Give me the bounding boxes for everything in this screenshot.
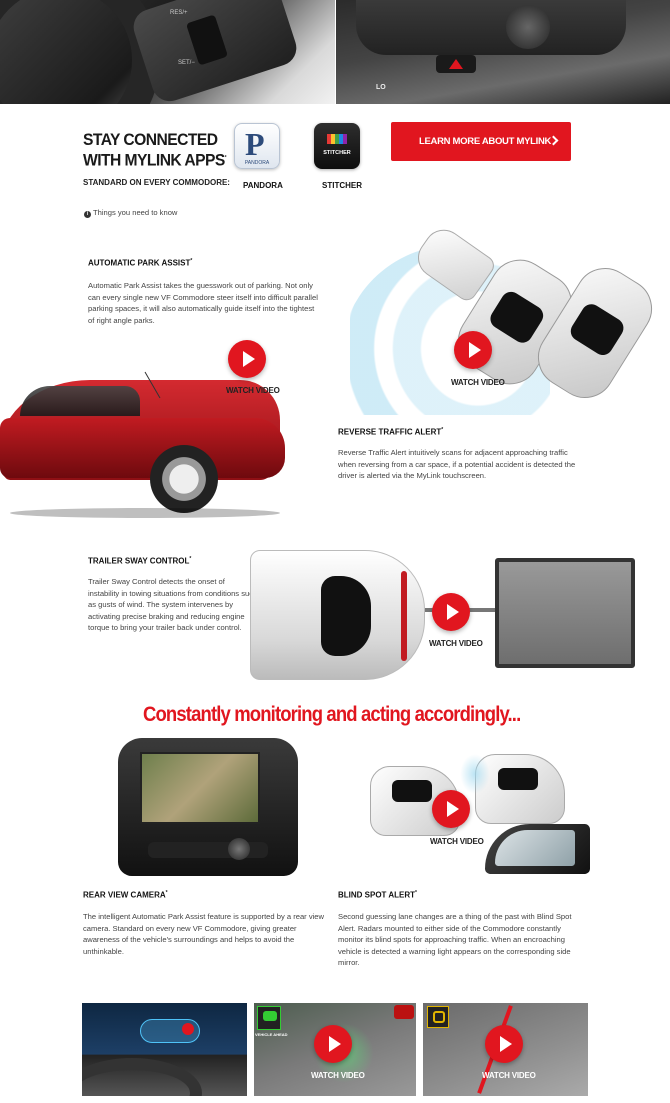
lane-departure-play-button[interactable] [485,1025,523,1063]
lane-departure-thumbnail: WATCH VIDEO [423,1003,588,1096]
mylink-subtitle: STANDARD ON EVERY COMMODORE: [83,178,230,187]
hero-steering-photo: RES/+ SET/− [0,0,335,104]
things-to-know-link[interactable]: i Things you need to know [84,208,177,218]
lane-warning-icon [433,1011,445,1023]
trailer-car-image [250,550,425,680]
pandora-app-icon[interactable]: P PANDORA [234,123,280,169]
reverse-alert-play-button[interactable] [454,331,492,369]
monitoring-heading: Constantly monitoring and acting accordi… [143,702,521,726]
blind-spot-title: BLIND SPOT ALERT* [338,890,417,900]
park-assist-title: AUTOMATIC PARK ASSIST* [88,258,193,268]
stitcher-label: STITCHER [322,181,362,190]
trailer-sway-play-button[interactable] [432,593,470,631]
hero-console-photo: LO [336,0,670,104]
reverse-alert-body: Reverse Traffic Alert intuitively scans … [338,448,576,481]
forward-collision-watch-video[interactable]: WATCH VIDEO [311,1071,365,1080]
vehicle-ahead-icon [263,1011,277,1021]
lane-departure-watch-video[interactable]: WATCH VIDEO [482,1071,536,1080]
reverse-alert-watch-video[interactable]: WATCH VIDEO [451,378,505,387]
mylink-title: STAY CONNECTED WITH MYLINK APPS* [83,130,227,170]
vehicle-ahead-badge [257,1006,281,1030]
rear-camera-title: REAR VIEW CAMERA* [83,890,168,900]
rear-camera-screen-image [118,738,298,876]
reverse-alert-title: REVERSE TRAFFIC ALERT* [338,427,444,437]
trailer-image [495,558,635,668]
red-car-image [0,360,290,520]
park-assist-watch-video[interactable]: WATCH VIDEO [226,386,280,395]
trailer-sway-title: TRAILER SWAY CONTROL* [88,556,192,566]
blind-spot-play-button[interactable] [432,790,470,828]
rear-camera-body: The intelligent Automatic Park Assist fe… [83,912,325,956]
park-assist-body: Automatic Park Assist takes the guesswor… [88,281,318,325]
trailer-sway-watch-video[interactable]: WATCH VIDEO [429,639,483,648]
lane-warning-badge [427,1006,449,1028]
park-assist-play-button[interactable] [228,340,266,378]
info-icon: i [84,211,91,218]
forward-collision-play-button[interactable] [314,1025,352,1063]
learn-more-mylink-button[interactable]: LEARN MORE ABOUT MYLINK [391,122,571,161]
forward-collision-thumbnail: VEHICLE AHEAD WATCH VIDEO [254,1003,416,1096]
blind-spot-body: Second guessing lane changes are a thing… [338,912,572,968]
blind-spot-cars-image [360,738,590,878]
stitcher-app-icon[interactable]: STITCHER [314,123,360,169]
pandora-label: PANDORA [243,181,283,190]
stitcher-bars-icon [327,134,347,144]
trailer-sway-body: Trailer Sway Control detects the onset o… [88,577,258,633]
dashboard-thumbnail [82,1003,247,1096]
pandora-p-icon: P [245,126,265,162]
blind-spot-watch-video[interactable]: WATCH VIDEO [430,837,484,846]
